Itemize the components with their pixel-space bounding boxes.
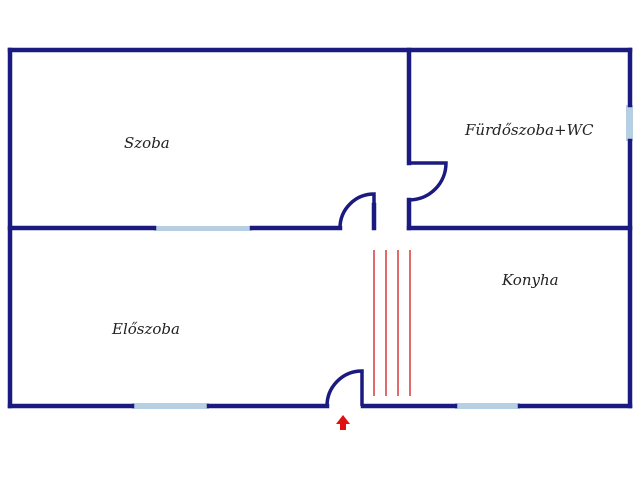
window-szoba-bottom (154, 226, 252, 231)
room-label-furdoszoba: Fürdőszoba+WC (464, 121, 594, 139)
window-konyha-bottom (455, 403, 520, 409)
walls (7, 47, 633, 409)
door-furdoszoba (408, 161, 448, 202)
room-label-szoba: Szoba (124, 134, 170, 152)
entrance-arrow-icon (336, 415, 350, 430)
windows (132, 105, 633, 409)
door-szoba (338, 192, 376, 229)
window-eloszoba-bottom (132, 403, 209, 409)
window-furdo-right (626, 105, 633, 141)
room-label-eloszoba: Előszoba (111, 320, 180, 338)
doors (325, 161, 448, 407)
door-entrance (325, 369, 364, 407)
stair-lines (373, 250, 411, 396)
room-label-konyha: Konyha (501, 271, 559, 289)
